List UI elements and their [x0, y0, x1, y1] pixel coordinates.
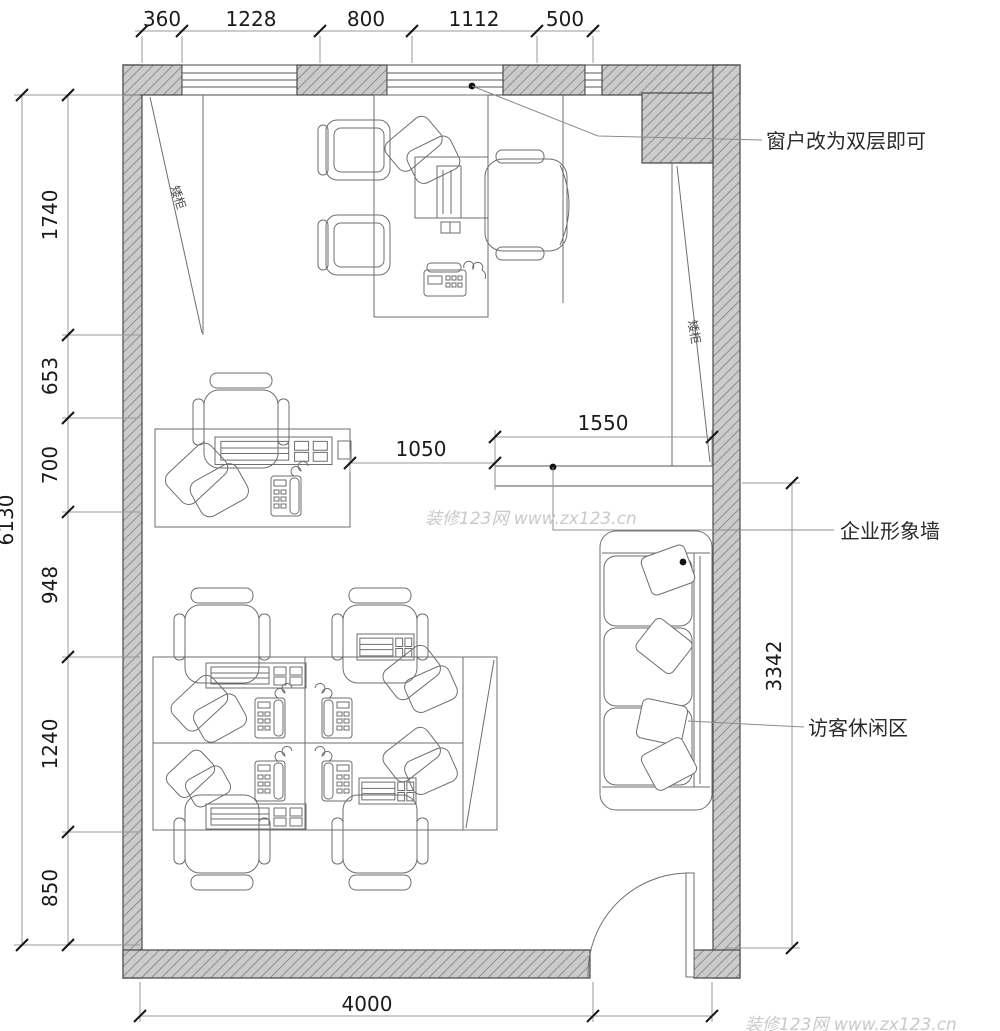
door-swing-arc: [588, 873, 686, 976]
telephone-icon: [254, 745, 293, 802]
telephone-icon: [314, 682, 353, 739]
cabinet-left-label: 矮柜: [168, 184, 189, 211]
leader-visitor-area: [688, 721, 804, 727]
dim-left-850: 850: [38, 869, 62, 907]
dim-left-948: 948: [38, 566, 62, 604]
keyboard-icon: [205, 803, 307, 830]
sofa-outline: [600, 531, 712, 810]
telephone-icon: [423, 260, 487, 297]
wall-top-segment-1: [123, 65, 182, 95]
telephone-icon: [270, 460, 309, 517]
manager-desk-area: [317, 95, 570, 317]
wall-top-segment-3: [503, 65, 585, 95]
telephone-icon: [314, 745, 353, 802]
callouts: 窗户改为双层即可 企业形象墙 访客休闲区: [468, 82, 940, 740]
executive-chair: [484, 149, 570, 261]
dim-left-1240: 1240: [38, 719, 62, 770]
dim-left-total-6130: 6130: [0, 495, 18, 546]
keyboard-icon: [214, 436, 333, 466]
dim-inner-1050: 1050: [396, 437, 447, 461]
door-leaf: [686, 873, 694, 977]
leader-window: [472, 86, 762, 140]
dimension-annotations: 360 1228 800 1112 500 6130 1740 653 700 …: [0, 7, 800, 1023]
cabinet-right: 矮柜: [672, 163, 710, 466]
watermark-corner: 装修123网 www.zx123.cn: [745, 1015, 957, 1031]
window-note-label: 窗户改为双层即可: [766, 129, 926, 153]
sofa: [600, 531, 712, 810]
office-chair: [174, 795, 270, 890]
pillow: [638, 735, 700, 793]
leader-image-wall: [553, 467, 834, 530]
monitor-icon: [375, 636, 464, 727]
cabinet-right-label: 矮柜: [685, 319, 703, 345]
image-wall-label: 企业形象墙: [840, 519, 940, 543]
dim-bottom-4000: 4000: [342, 992, 393, 1016]
walls: [123, 65, 740, 978]
wall-left: [123, 65, 142, 978]
dim-inner-1550: 1550: [578, 411, 629, 435]
door: [588, 873, 694, 977]
dim-top-1228: 1228: [226, 7, 277, 31]
guest-chair: [317, 214, 391, 276]
pillow: [639, 542, 697, 598]
dim-left-653: 653: [38, 357, 62, 395]
dim-top-800: 800: [347, 7, 385, 31]
office-chair: [173, 587, 271, 684]
secondary-desk-area: [155, 372, 351, 533]
watermark-center: 装修123网 www.zx123.cn: [425, 509, 637, 529]
monitor-icon: [159, 741, 237, 820]
monitor-icon: [376, 106, 467, 198]
cabinet-left: 矮柜: [150, 95, 203, 335]
keyboard-icon: [358, 777, 417, 805]
keyboard-icon: [356, 633, 415, 661]
dim-left-700: 700: [38, 446, 62, 484]
secondary-desk: [155, 429, 350, 527]
wall-top-segment-2: [297, 65, 387, 95]
column-top-right: [642, 93, 713, 163]
workstation-cluster: [153, 587, 497, 890]
watermarks: 装修123网 www.zx123.cn 装修123网 www.zx123.cn: [425, 509, 957, 1031]
dim-right-3342: 3342: [762, 641, 786, 692]
dim-top-1112: 1112: [449, 7, 500, 31]
wall-bottom-door-stub: [694, 950, 740, 978]
side-cabinet: [463, 657, 497, 830]
wall-bottom: [123, 950, 590, 978]
keyboard-icon: [205, 662, 307, 689]
dim-top-360: 360: [143, 7, 181, 31]
computer-tower: [437, 166, 461, 233]
dim-left-1740: 1740: [38, 190, 62, 241]
guest-chair: [317, 119, 391, 181]
office-chair: [332, 795, 428, 890]
monitor-icon: [375, 718, 464, 809]
dim-top-500: 500: [546, 7, 584, 31]
visitor-area-label: 访客休闲区: [808, 716, 908, 740]
telephone-icon: [254, 682, 293, 739]
wall-right: [713, 65, 740, 978]
image-wall: [495, 466, 713, 486]
